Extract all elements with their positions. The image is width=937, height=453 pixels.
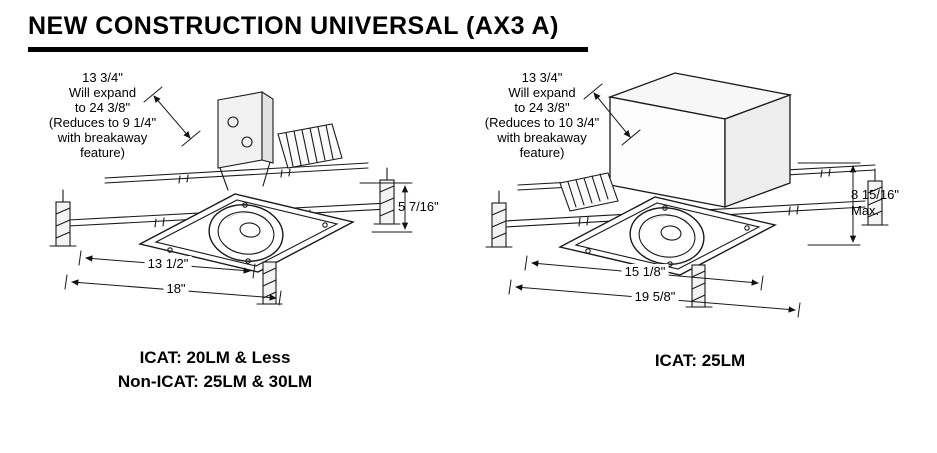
note-line: to 24 3/8" <box>514 100 570 115</box>
caption-line: ICAT: 25LM <box>654 351 746 370</box>
right-width-inner-dim-label: 15 1/8" <box>621 264 669 279</box>
junction-box <box>217 90 274 191</box>
height-dim-qualifier: Max. <box>851 203 880 218</box>
height-dimension <box>797 162 861 246</box>
left-mounting-bracket <box>49 189 77 247</box>
note-line: 13 3/4" <box>521 70 563 85</box>
left-height-dim-label: 5 7/16" <box>398 199 439 214</box>
left-figure-caption: ICAT: 20LM & Less Non-ICAT: 25LM & 30LM <box>40 346 390 394</box>
height-dimension <box>359 182 413 233</box>
note-line: (Reduces to 9 1/4" <box>48 115 157 130</box>
rear-hanger-bar <box>104 162 369 184</box>
note-line: with breakaway <box>57 130 148 145</box>
left-mounting-bracket <box>485 190 513 248</box>
plenum-box <box>607 72 793 208</box>
note-line: Will expand <box>508 85 576 100</box>
left-width-inner-dim-label: 13 1/2" <box>144 256 192 271</box>
left-width-outer-dim-label: 18" <box>163 281 189 296</box>
note-line: feature) <box>519 145 565 160</box>
note-line: 13 3/4" <box>82 70 123 85</box>
note-line: to 24 3/8" <box>74 100 131 115</box>
page-title: NEW CONSTRUCTION UNIVERSAL (AX3 A) <box>28 12 559 40</box>
note-line: Will expand <box>68 85 137 100</box>
left-fixture-drawing <box>49 86 413 306</box>
right-expansion-note: 13 3/4" Will expand to 24 3/8" (Reduces … <box>452 70 632 160</box>
expansion-arrow <box>583 83 641 146</box>
driver-box <box>277 123 343 169</box>
note-line: (Reduces to 10 3/4" <box>484 115 600 130</box>
right-mounting-bracket <box>373 167 401 225</box>
caption-line: Non-ICAT: 25LM & 30LM <box>117 372 313 391</box>
note-line: feature) <box>80 145 125 160</box>
right-height-dim-label: 8 15/16" Max. <box>851 187 899 219</box>
left-expansion-note: 13 3/4" Will expand to 24 3/8" (Reduces … <box>15 70 190 160</box>
title-underline <box>28 47 588 52</box>
right-mounting-bracket <box>861 168 889 226</box>
note-line: with breakaway <box>497 130 587 145</box>
caption-line: ICAT: 20LM & Less <box>139 348 291 367</box>
right-figure-caption: ICAT: 25LM <box>555 349 845 373</box>
driver-box <box>559 172 619 212</box>
right-fixture-drawing <box>485 72 889 318</box>
expansion-arrow <box>143 86 201 147</box>
front-mounting-bracket <box>685 264 713 308</box>
right-width-outer-dim-label: 19 5/8" <box>631 289 679 304</box>
height-dim-value: 8 15/16" <box>851 187 899 202</box>
